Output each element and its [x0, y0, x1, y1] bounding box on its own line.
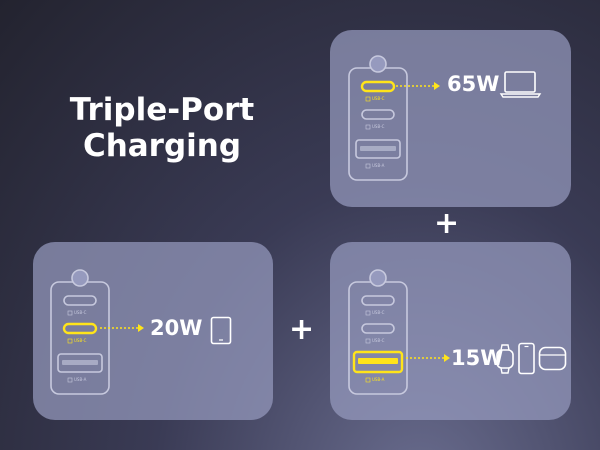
usb-c1-port [361, 295, 395, 306]
tablet-icon [210, 316, 232, 345]
usb-c1-port [63, 295, 97, 306]
usb-c1-label: USB-C [74, 310, 87, 315]
usb-a-port [355, 139, 401, 159]
charger-illustration: USB-C USB-C USB-A [50, 269, 110, 395]
arrow-icon [406, 354, 450, 362]
usb-c2-port [62, 322, 98, 335]
usb-c2-label: USB-C [372, 124, 385, 129]
headline: Triple-Port Charging [62, 92, 262, 164]
usb-c1-port [360, 80, 396, 93]
panel-usb-c2-tablet [33, 242, 273, 420]
usb-a-label: USB-A [372, 377, 385, 382]
watt-label-65w: 65W [447, 72, 500, 96]
charger-illustration: USB-C USB-C USB-A [348, 55, 408, 181]
usb-a-label: USB-A [372, 163, 385, 168]
usb-a-port [352, 350, 404, 374]
arrow-icon [100, 324, 144, 332]
headline-line-1: Triple-Port [69, 92, 255, 128]
usb-c1-label: USB-C [372, 96, 385, 101]
power-button-icon [71, 269, 89, 287]
earbuds-case-icon [538, 346, 567, 371]
plus-sign-1: + [434, 206, 460, 241]
usb-a-label: USB-A [74, 377, 87, 382]
usb-c1-label: USB-C [372, 310, 385, 315]
charger-illustration: USB-C USB-C USB-A [348, 269, 408, 395]
laptop-icon [499, 71, 542, 98]
smartwatch-icon [496, 344, 514, 374]
usb-a-port [57, 353, 103, 373]
usb-c2-port [361, 323, 395, 334]
arrow-icon [396, 82, 440, 90]
usb-c2-port [361, 109, 395, 120]
usb-c2-label: USB-C [372, 338, 385, 343]
usb-c2-label: USB-C [74, 338, 87, 343]
watt-label-15w: 15W [451, 346, 504, 370]
headline-line-2: Charging [82, 128, 242, 164]
panel-usb-a-small-devices [330, 242, 571, 420]
power-button-icon [369, 55, 387, 73]
watt-label-20w: 20W [150, 316, 203, 340]
plus-sign-2: + [289, 312, 315, 347]
power-button-icon [369, 269, 387, 287]
phone-icon [518, 342, 535, 375]
